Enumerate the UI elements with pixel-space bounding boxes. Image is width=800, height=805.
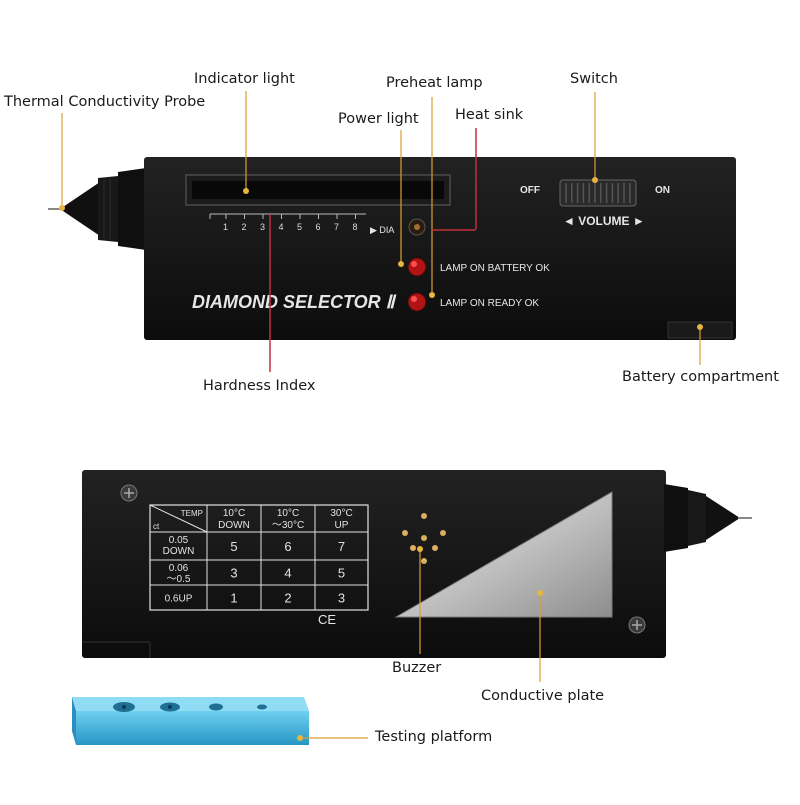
thermal-probe-bottom: [664, 484, 752, 552]
table-header: 30°C: [330, 508, 352, 519]
table-border: [149, 504, 369, 611]
table-diagonal: [149, 504, 208, 533]
table-header: 10°C: [277, 508, 299, 519]
lamp-battery-label: LAMP ON BATTERY OK: [440, 263, 550, 274]
scale-label: 5: [297, 222, 302, 232]
table-corner-temp: TEMP: [181, 509, 203, 518]
table-header: UP: [335, 520, 349, 531]
callout-hardness-index: Hardness Index: [203, 378, 316, 394]
scale-label: 7: [334, 222, 339, 232]
conductive-plate: [394, 491, 613, 618]
indicator-light: [192, 181, 444, 199]
scale-label: 1: [223, 222, 228, 232]
table-row-label: 0.6UP: [165, 594, 193, 605]
thermal-probe: [48, 168, 146, 250]
testing-platform: [72, 697, 309, 745]
screw-left: [120, 484, 138, 502]
callout-testing-platform: Testing platform: [375, 729, 493, 745]
scale-label: 4: [279, 222, 284, 232]
callout-indicator-light: Indicator light: [194, 71, 295, 87]
volume-label: ◄ VOLUME ►: [563, 214, 645, 228]
scale-label: 3: [260, 222, 265, 232]
table-cell-value: 6: [284, 539, 291, 554]
callout-heat-sink: Heat sink: [455, 107, 524, 123]
table-cell-value: 3: [338, 591, 345, 606]
table-row-label: DOWN: [163, 546, 195, 557]
switch-off-label: OFF: [520, 185, 540, 196]
ce-mark: CE: [318, 612, 336, 627]
hardness-scale: 1 2 3 4 5 6 7 8 ▶ DIA: [209, 213, 394, 235]
table-row-label: 0.06: [169, 563, 189, 574]
callout-battery-compartment: Battery compartment: [622, 369, 779, 385]
callout-power-light: Power light: [338, 111, 419, 127]
table-row-label: 0.05: [169, 535, 189, 546]
dia-label: ▶ DIA: [370, 225, 394, 235]
volume-switch[interactable]: [559, 179, 637, 207]
screw-right: [628, 616, 646, 634]
scale-label: 6: [316, 222, 321, 232]
switch-on-label: ON: [655, 185, 670, 196]
table-cell-value: 1: [230, 591, 237, 606]
table-cell-value: 3: [230, 566, 237, 581]
power-light: [407, 257, 427, 277]
table-cell-value: 5: [338, 566, 345, 581]
scale-label: 8: [353, 222, 358, 232]
callout-thermal-probe: Thermal Conductivity Probe: [4, 94, 206, 110]
table-header: ～30°C: [272, 520, 304, 531]
callout-buzzer: Buzzer: [392, 660, 442, 676]
table-cell-value: 4: [284, 566, 291, 581]
table-cell-value: 2: [284, 591, 291, 606]
callout-conductive-plate: Conductive plate: [481, 688, 605, 704]
table-corner-ct: ct: [153, 522, 160, 531]
lamp-ready-label: LAMP ON READY OK: [440, 298, 539, 309]
table-header: DOWN: [218, 520, 250, 531]
leader-lines: [59, 91, 703, 741]
table-header: 10°C: [223, 508, 245, 519]
device-top: 1 2 3 4 5 6 7 8 ▶ DIA LAMP ON BATTERY OK LAMP O…: [48, 157, 736, 340]
table-cell-value: 5: [230, 539, 237, 554]
callout-switch: Switch: [570, 71, 618, 87]
callout-preheat-lamp: Preheat lamp: [386, 75, 483, 91]
scale-label: 2: [242, 222, 247, 232]
table-cell-value: 7: [338, 539, 345, 554]
ready-light: [407, 292, 427, 312]
brand-label: DIAMOND SELECTOR Ⅱ: [192, 292, 397, 312]
table-row-label: ～0.5: [167, 574, 191, 585]
buzzer: [402, 513, 446, 564]
